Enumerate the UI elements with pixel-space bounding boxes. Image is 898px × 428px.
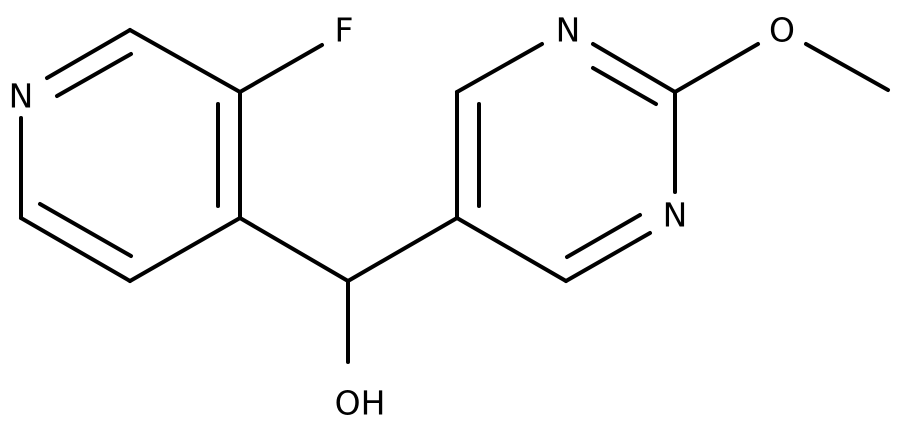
bond-c5-c6	[19, 216, 132, 283]
bond-ch-c5pym	[346, 216, 459, 283]
atom-pyrimidine-n1: N	[663, 196, 688, 235]
bond-n1-c6-inner	[565, 213, 642, 259]
bond-c2-o	[673, 42, 760, 94]
bond-n1-c6	[564, 231, 652, 283]
bond-n3-c2	[591, 42, 677, 94]
atom-fluorine: F	[335, 11, 354, 50]
bond-c4-c5	[128, 216, 242, 283]
bond-o-ch3	[804, 42, 890, 92]
bond-c4-ch	[238, 216, 350, 283]
atom-methoxy-o: O	[769, 11, 795, 50]
bond-n3-c2-inner	[591, 66, 658, 106]
bond-c2-c3	[128, 28, 242, 94]
bond-n-c2-inner	[55, 52, 133, 98]
bond-n-c2	[45, 28, 132, 80]
bond-c5-c6-inner	[38, 202, 133, 258]
bond-c6-c5	[455, 216, 568, 283]
atom-hydroxyl: OH	[335, 384, 386, 423]
bond-c3-f	[238, 43, 324, 94]
atom-pyridine-n: N	[9, 77, 34, 116]
pyrimidine-ring	[455, 42, 677, 283]
bond-c4-n3	[455, 42, 544, 94]
atom-pyrimidine-n3: N	[556, 11, 581, 50]
pyridine-ring	[19, 28, 242, 283]
